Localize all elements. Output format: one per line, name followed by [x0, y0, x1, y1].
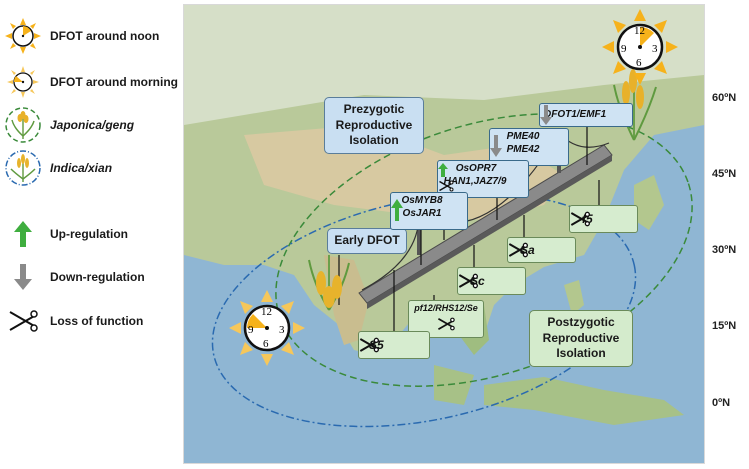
legend-item-up: Up-regulation: [4, 215, 128, 253]
map-background: [184, 5, 704, 463]
legend-item-japonica: Japonica/geng: [4, 106, 134, 144]
latitude-30: 30ºN: [712, 244, 737, 256]
pme40-label: PME40: [506, 131, 540, 142]
clock-morning-3: 3: [279, 324, 285, 336]
up-arrow-icon: [391, 199, 403, 221]
early-dfot-label: Early DFOT: [327, 228, 407, 254]
up-arrow-icon: [438, 163, 448, 177]
latitude-45: 45ºN: [712, 168, 737, 180]
f5-box: f5: [569, 205, 638, 233]
osjar1-label: OsJAR1: [402, 207, 442, 219]
clock-morning-9: 9: [248, 324, 254, 336]
dfot1-emf1-label: DFOT1/EMF1: [544, 108, 607, 120]
scissors-icon: [437, 317, 455, 331]
clock-noon-9: 9: [621, 43, 627, 55]
prezygotic-label: Prezygotic Reproductive Isolation: [324, 97, 424, 154]
legend-japonica-label: Japonica/geng: [50, 118, 135, 132]
sun-clock-morning-map-icon: [229, 290, 305, 366]
legend-item-down: Down-regulation: [4, 258, 145, 296]
latitude-0: 0ºN: [712, 397, 731, 409]
osopr7-label: OsOPR7: [455, 163, 497, 174]
pme42-label: PME42: [506, 143, 540, 155]
japonica-rice-icon: [4, 106, 42, 144]
scissors-icon: [458, 273, 478, 289]
indica-rice-plant: [308, 255, 350, 311]
s5-label: S5: [369, 337, 384, 352]
f5-label: f5: [582, 211, 593, 226]
scissors-icon: [570, 211, 590, 227]
latitude-15: 15ºN: [712, 320, 737, 332]
legend-noon-label: DFOT around noon: [50, 29, 160, 43]
s5-box: S5: [358, 331, 430, 359]
legend-up-label: Up-regulation: [50, 227, 128, 241]
osopr7-box: OsOPR7 HAN1,JAZ7/9: [437, 160, 529, 198]
sun-clock-noon-map-icon: [602, 9, 678, 85]
asia-map: 12 3 6 9 12 3 6 9 Prezygotic Reproductiv…: [183, 4, 705, 464]
legend: DFOT around noon DFOT around morning: [0, 0, 180, 469]
legend-item-indica: Indica/xian: [4, 149, 112, 187]
up-arrow-icon: [4, 215, 42, 253]
clock-morning-12: 12: [261, 306, 272, 318]
legend-item-noon: DFOT around noon: [4, 17, 159, 55]
legend-down-label: Down-regulation: [50, 270, 145, 284]
down-arrow-icon: [490, 135, 502, 157]
clock-noon-12: 12: [634, 25, 645, 37]
han1-label: HAN1,JAZ7/9: [443, 175, 507, 187]
clock-noon-6: 6: [636, 57, 642, 69]
latitude-60: 60ºN: [712, 92, 737, 104]
osmyb8-label: OsMYB8: [401, 195, 443, 206]
scissors-icon: [359, 337, 379, 353]
dfot1-emf1-box: DFOT1/EMF1: [539, 103, 633, 127]
sc-box: Sc: [457, 267, 526, 295]
legend-indica-label: Indica/xian: [50, 161, 113, 175]
down-arrow-icon: [540, 105, 552, 125]
scissors-icon: [4, 302, 42, 340]
scissors-icon: [439, 180, 454, 192]
clock-noon-3: 3: [652, 43, 658, 55]
pf12-label: pf12/RHS12/Se: [414, 303, 478, 313]
pme-box: PME40 PME42: [489, 128, 569, 166]
legend-morning-label: DFOT around morning: [50, 75, 178, 89]
down-arrow-icon: [4, 258, 42, 296]
sa-box: Sa: [507, 237, 576, 263]
sun-clock-noon-icon: [4, 17, 42, 55]
sun-clock-morning-icon: [4, 63, 42, 101]
clock-morning-6: 6: [263, 338, 269, 350]
osmyb8-box: OsMYB8 OsJAR1: [390, 192, 468, 230]
legend-loss-label: Loss of function: [50, 314, 144, 328]
legend-item-loss: Loss of function: [4, 302, 143, 340]
legend-item-morning: DFOT around morning: [4, 63, 178, 101]
indica-rice-icon: [4, 149, 42, 187]
scissors-icon: [508, 242, 528, 258]
postzygotic-label: Postzygotic Reproductive Isolation: [529, 310, 633, 367]
